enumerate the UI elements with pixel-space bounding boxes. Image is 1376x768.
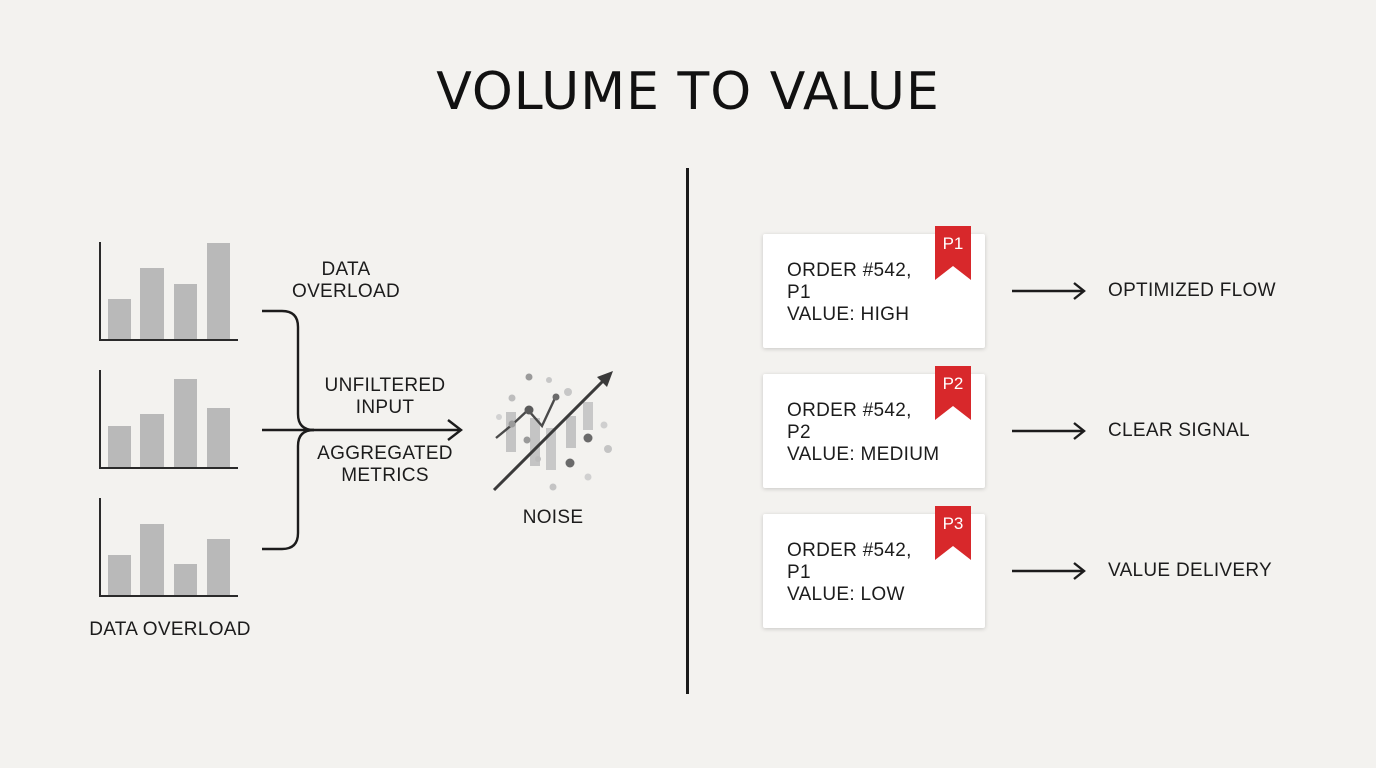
priority-flag-icon: P1 [935,226,977,280]
order-card-3-line3: VALUE: LOW [787,584,905,605]
order-card-1-line1: ORDER #542, [787,260,912,281]
order-card-2-line2: P2 [787,422,811,443]
page-title: VOLUME TO VALUE [436,62,940,122]
bar-chart-icon-top [99,242,238,341]
order-card-1-line2: P1 [787,282,811,303]
arrow-right-icon [1012,282,1086,300]
order-card-3: ORDER #542, P1 VALUE: LOW P3 [763,506,985,628]
order-card-3-line2: P1 [787,562,811,583]
arrow-right-icon [1012,422,1086,440]
label-aggregated-metrics: AGGREGATED METRICS [317,443,453,486]
outcome-label-2: CLEAR SIGNAL [1108,420,1250,441]
order-card-1: ORDER #542, P1 VALUE: HIGH P1 [763,226,985,348]
arrow-right-icon [1012,562,1086,580]
label-noise: NOISE [522,507,584,528]
outcome-label-3: VALUE DELIVERY [1108,560,1273,581]
section-divider [686,168,689,694]
label-unfiltered-input: UNFILTERED INPUT [324,375,446,418]
merge-bracket [262,309,463,551]
order-card-2: ORDER #542, P2 VALUE: MEDIUM P2 [763,366,985,488]
bar-chart-icon-bottom [99,498,238,597]
order-card-2-line1: ORDER #542, [787,400,912,421]
order-card-3-line1: ORDER #542, [787,540,912,561]
priority-flag-icon: P3 [935,506,971,560]
label-data-overload-bottom: DATA OVERLOAD [89,619,251,640]
bar-chart-icon-middle [99,370,238,469]
order-card-2-line3: VALUE: MEDIUM [787,444,940,465]
left-diagram [99,242,613,597]
outcome-label-1: OPTIMIZED FLOW [1108,280,1276,301]
order-card-1-line3: VALUE: HIGH [787,304,910,325]
priority-flag-icon: P2 [935,366,971,420]
label-data-overload-top: DATA OVERLOAD [292,259,400,302]
noise-icon [492,371,613,492]
